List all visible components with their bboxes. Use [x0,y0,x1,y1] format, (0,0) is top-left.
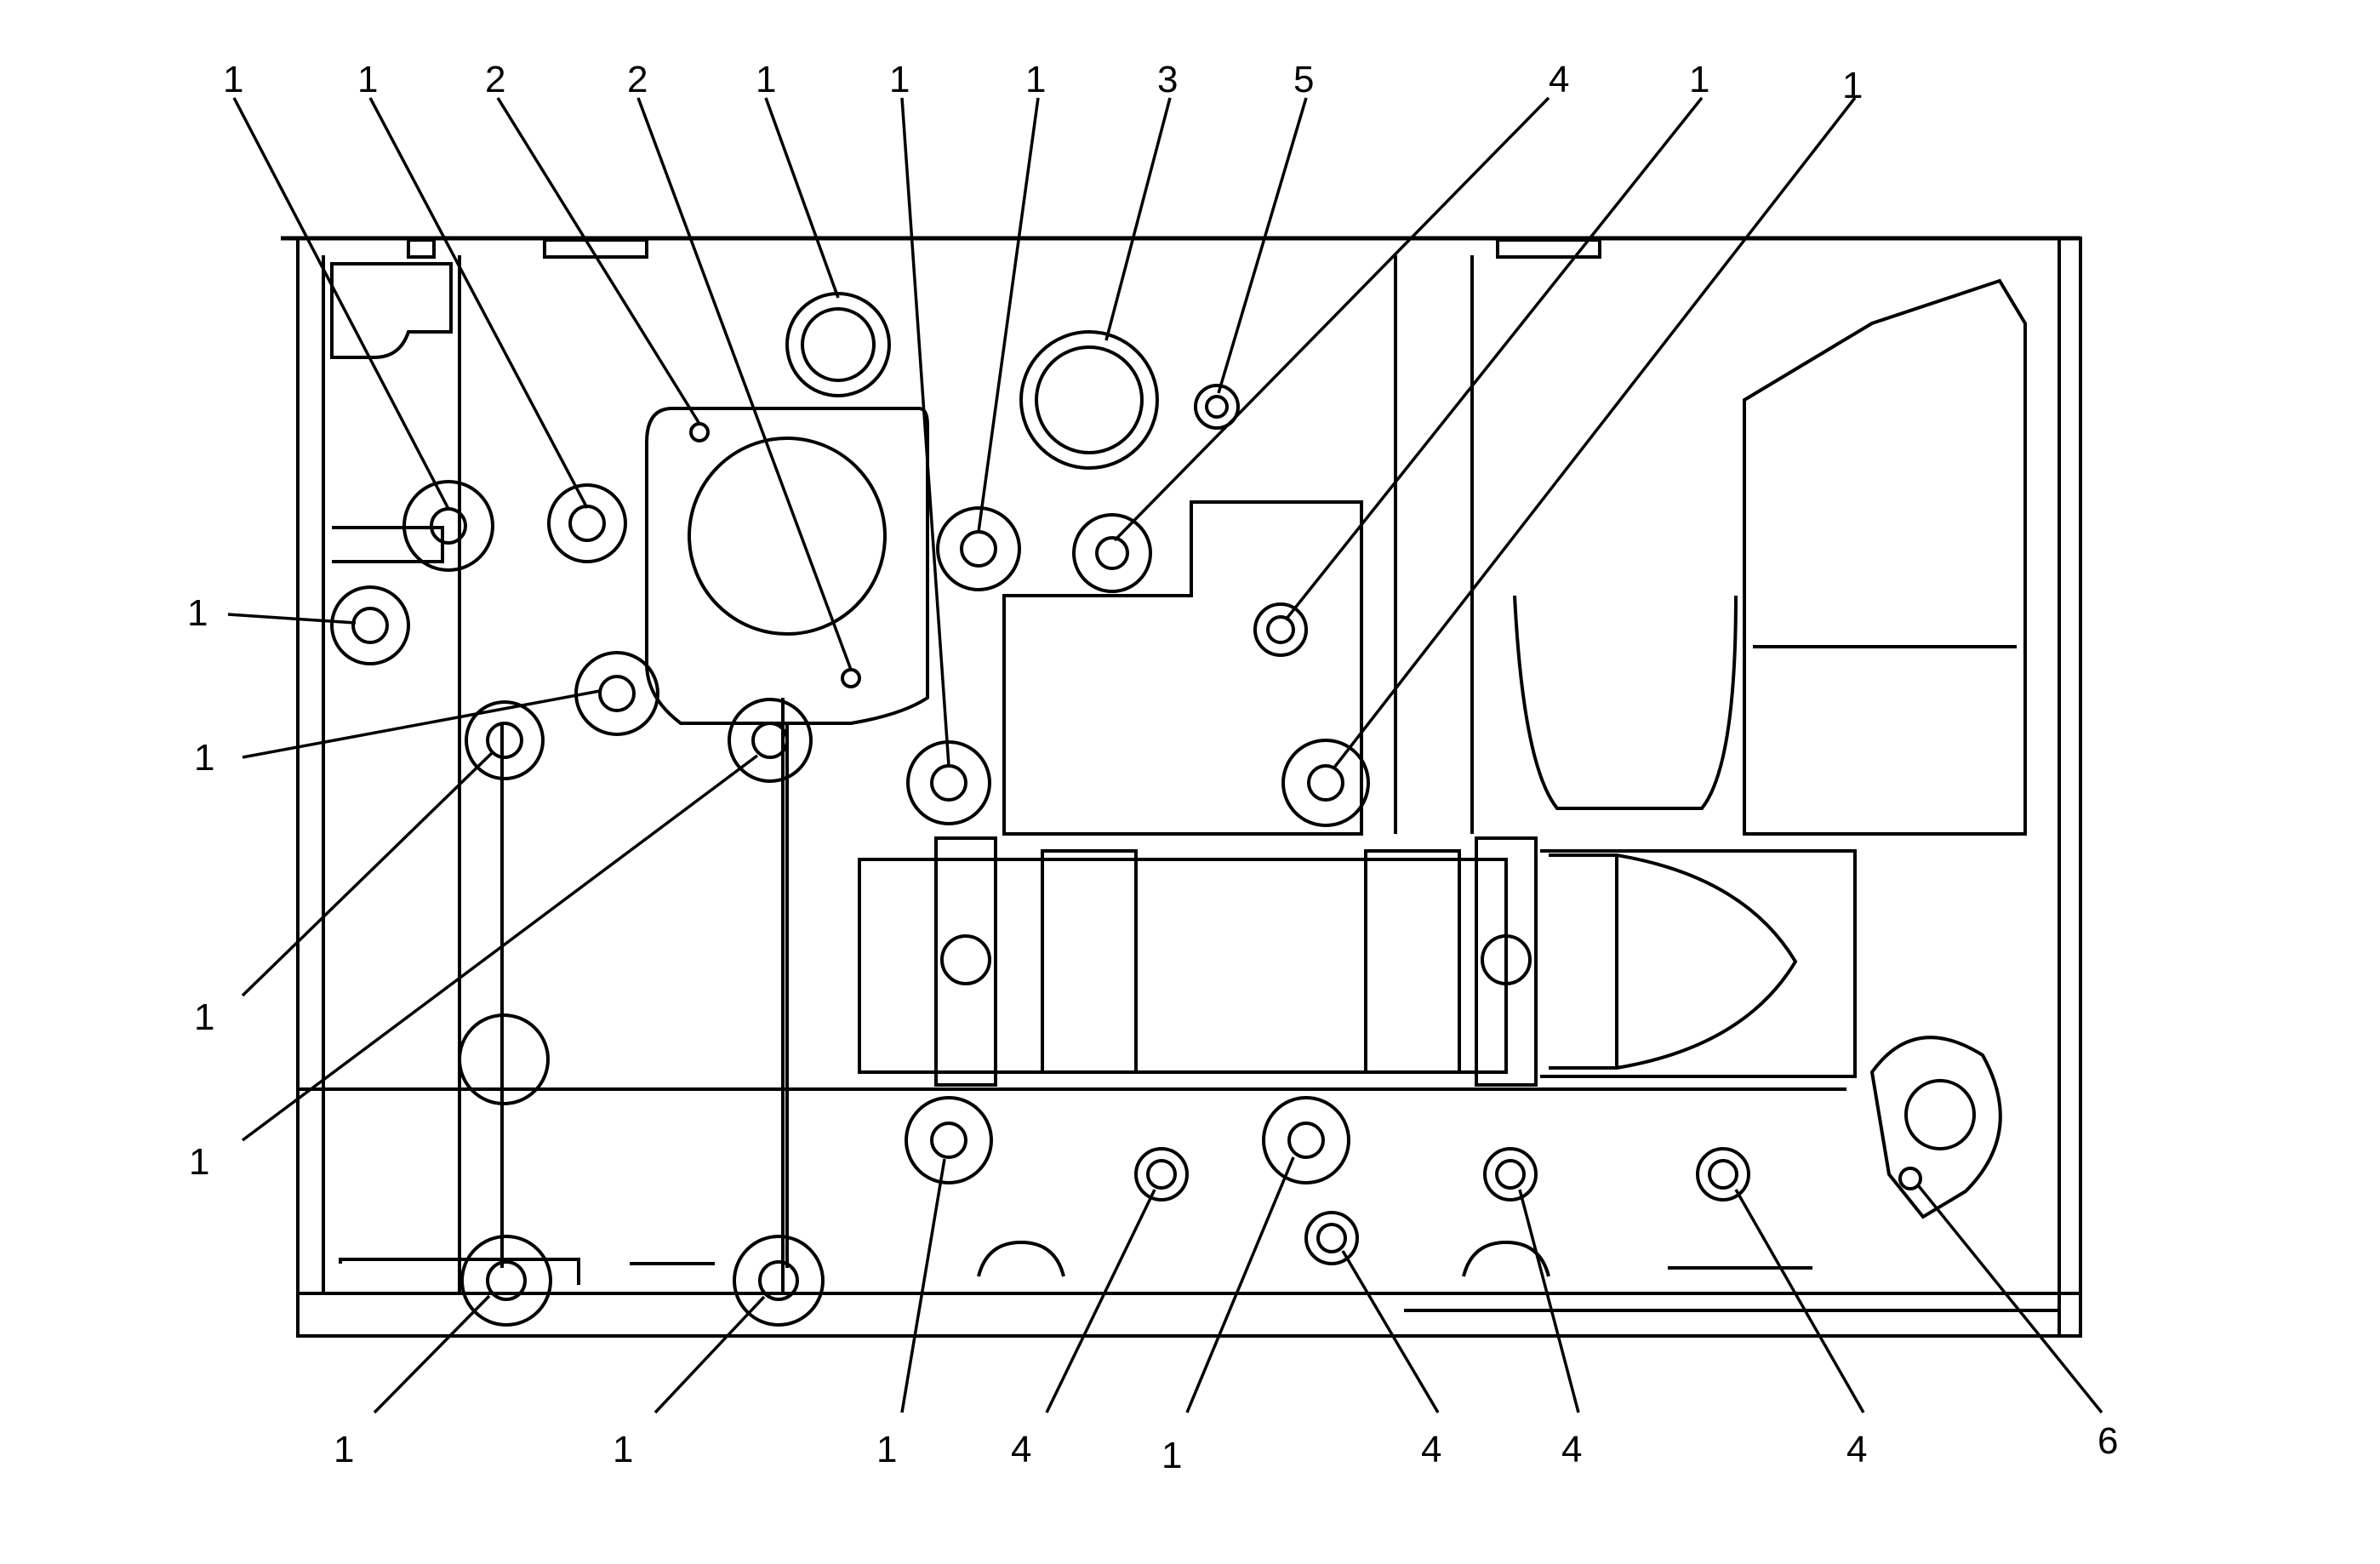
callout-label: 1 [194,996,214,1038]
callout-label: 1 [194,737,214,779]
callout-label: 1 [357,59,378,100]
callout-labels: 1 1 2 2 1 1 1 3 5 4 1 1 1 1 1 1 1 1 1 4 … [187,59,2118,1476]
callout-label: 1 [189,1141,209,1183]
bolt-bosses [330,384,1922,1327]
callout-label: 4 [1421,1429,1441,1470]
callout-label: 2 [627,59,648,100]
callout-label: 4 [1846,1429,1867,1470]
callout-label: 4 [1549,59,1569,100]
block-outline [281,236,2082,1338]
callout-label: 5 [1293,59,1314,100]
callout-label: 1 [1025,59,1046,100]
callout-label: 4 [1011,1429,1031,1470]
callout-label: 1 [1161,1435,1182,1476]
callout-label: 1 [187,592,208,634]
callout-label: 1 [876,1429,897,1470]
callout-label: 6 [2097,1420,2118,1462]
callout-label: 2 [485,59,505,100]
callout-label: 1 [334,1429,354,1470]
callout-label: 1 [756,59,776,100]
callout-label: 1 [613,1429,633,1470]
callout-label: 3 [1157,59,1178,100]
leader-lines [227,96,2103,1414]
callout-label: 1 [889,59,910,100]
callout-label: 4 [1561,1429,1582,1470]
callout-label: 1 [1842,65,1863,106]
callout-label: 1 [223,59,243,100]
callout-label: 1 [1689,59,1709,100]
